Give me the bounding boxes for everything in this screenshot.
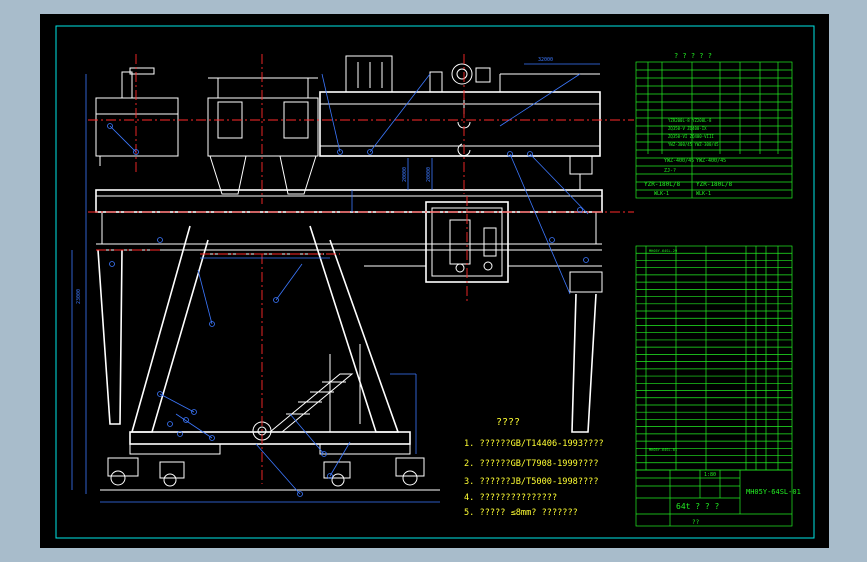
spec-row-2: ZQ350-VI ZQ400-VIII bbox=[668, 134, 714, 139]
dim-label-2: 20000 bbox=[426, 167, 432, 182]
spec-pair-3a: WLK-1 bbox=[654, 191, 669, 197]
dim-label-4: 23000 bbox=[76, 289, 82, 304]
center-lines bbox=[88, 54, 634, 484]
drawing-number: MH05Y-64SL-01 bbox=[746, 488, 801, 496]
spec-table: ? ? ? ? ? YZR200L-8 YZ200L-8 ZQ350-V ZQ4… bbox=[635, 52, 793, 199]
outer-frame bbox=[55, 25, 815, 539]
spec-table-title: ? ? ? ? ? bbox=[674, 52, 712, 60]
spec-row-3: YWZ-300/45 YWZ-300/45 bbox=[668, 142, 719, 147]
parts-first-code: MH05Y-64SL-29 bbox=[649, 249, 677, 253]
note-2: 2. ??????GB/T7908-1999???? bbox=[464, 459, 599, 469]
drawing-scale: 1:80 bbox=[704, 472, 716, 478]
title-block: MH05Y-64SL-01 64t ? ? ? 1:80 ?? bbox=[635, 469, 801, 527]
notes-title: ???? bbox=[496, 417, 520, 428]
spec-pair-1a: YWZ-400/45 bbox=[664, 158, 694, 164]
spec-pair-3b: WLK-1 bbox=[696, 191, 711, 197]
note-5: 5. ????? ≤8mm? ??????? bbox=[464, 508, 578, 518]
note-1: 1. ??????GB/T14406-1993???? bbox=[464, 439, 604, 449]
spec-pair-1b: YWZ-400/45 bbox=[696, 158, 726, 164]
note-4: 4. ??????????????? bbox=[464, 493, 557, 503]
drawing-name: 64t ? ? ? bbox=[676, 502, 720, 511]
note-3: 3. ??????JB/T5000-1998???? bbox=[464, 477, 599, 487]
technical-notes: ???? 1. ??????GB/T14406-1993???? 2. ????… bbox=[464, 417, 604, 518]
gantry-crane-drawing: 32000 20000 20000 23000 ???? 1. ??????GB… bbox=[55, 25, 815, 539]
spec-pair-2a: YZR-180L/8 bbox=[644, 181, 681, 188]
cad-drawing-canvas[interactable]: 32000 20000 20000 23000 ???? 1. ??????GB… bbox=[40, 14, 829, 548]
dim-label-1: 32000 bbox=[538, 57, 553, 63]
spec-pair-2b: YZR-180L/8 bbox=[696, 181, 733, 188]
drawing-sheet: ?? bbox=[692, 519, 700, 526]
spec-row-mid: ZQ350-V ZQ400-IX bbox=[668, 126, 707, 131]
parts-list: MH05Y-64SL-29 MH05Y-64SL-01 bbox=[635, 245, 793, 471]
dim-label-3: 20000 bbox=[402, 167, 408, 182]
spec-row-1: YZR200L-8 YZ200L-8 bbox=[668, 118, 712, 123]
parts-last-code: MH05Y-64SL-01 bbox=[649, 448, 677, 452]
dimension-lines bbox=[71, 63, 600, 503]
spec-row-5: ZJ-? bbox=[664, 168, 676, 174]
